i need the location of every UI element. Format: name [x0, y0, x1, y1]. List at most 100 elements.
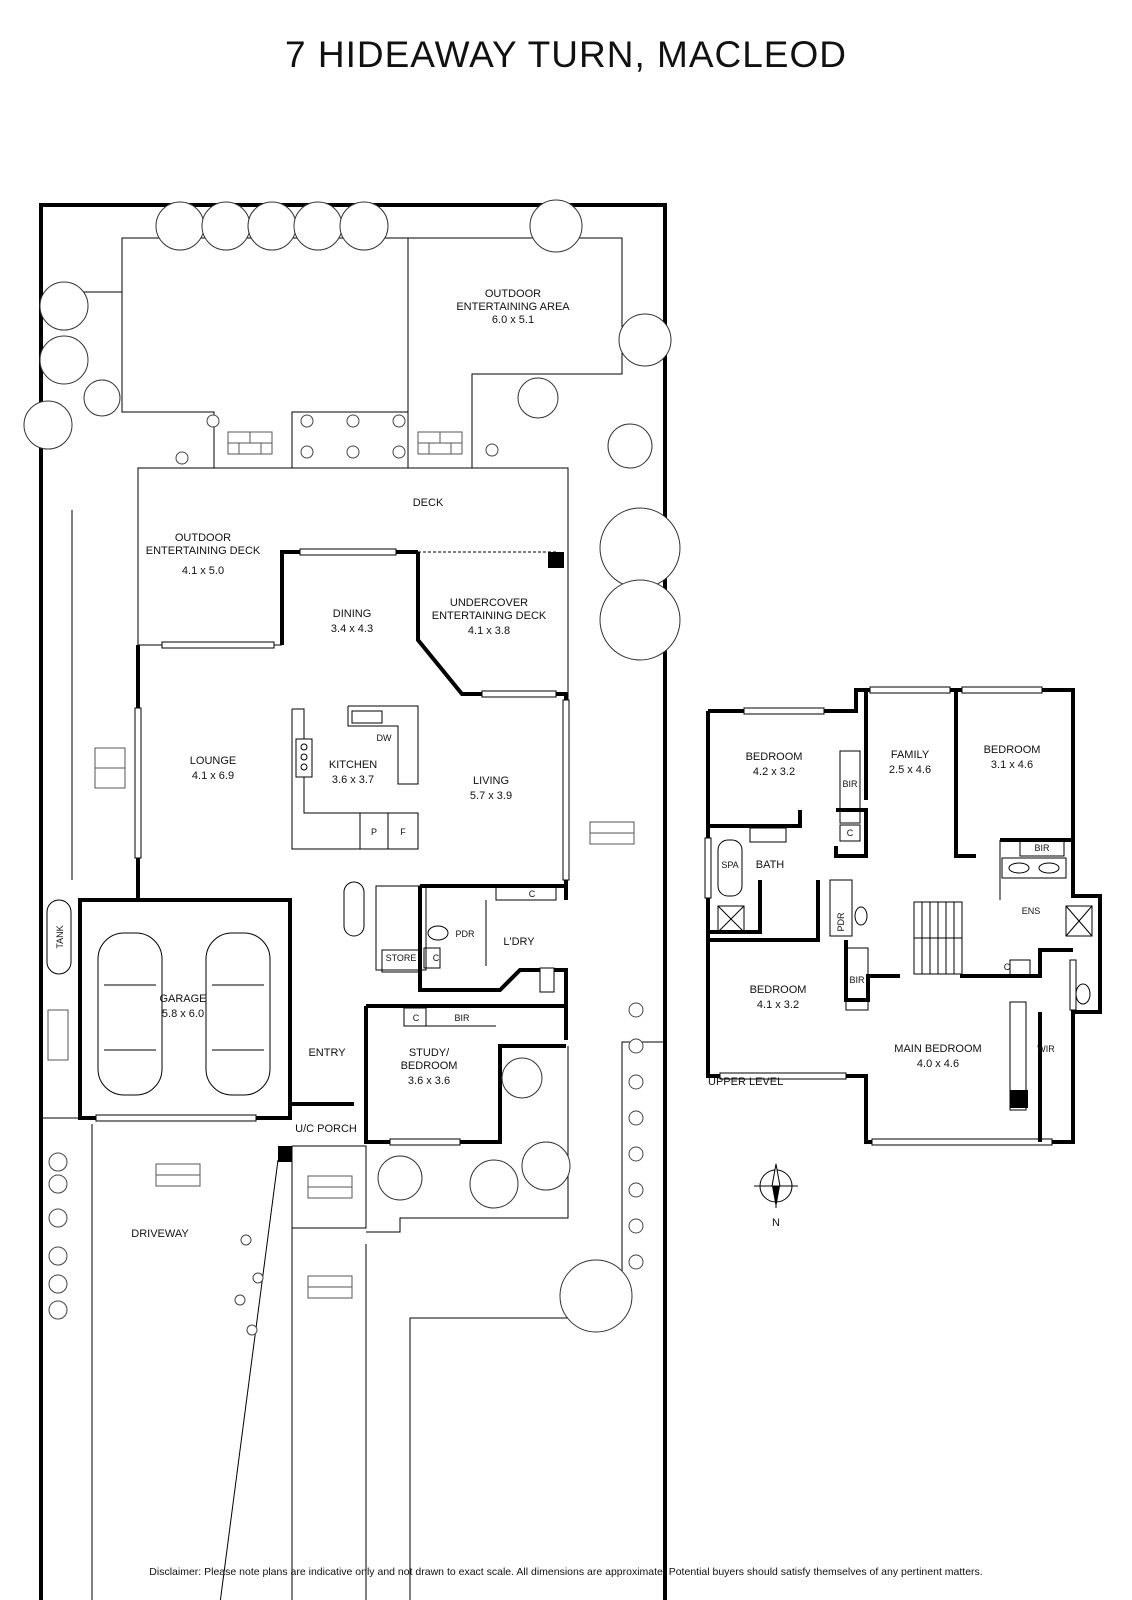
garage — [78, 898, 292, 1122]
stair-rail — [343, 881, 365, 937]
post — [548, 552, 564, 568]
upper-level-label: UPPER LEVEL — [708, 1076, 783, 1088]
family-name: FAMILY — [891, 749, 930, 761]
main-bedroom-name: MAIN BEDROOM — [894, 1043, 981, 1055]
post — [278, 1146, 292, 1162]
tree-icon — [201, 201, 251, 251]
store-cupboard-label: C — [433, 953, 440, 963]
entry-wall — [288, 1102, 354, 1118]
laundry-cupboard-label: C — [529, 889, 536, 899]
upper-level-plan: BEDROOM 4.2 x 3.2 BIR C FAMILY 2.5 x 4.6… — [704, 686, 1102, 1146]
tree-icon — [377, 1155, 423, 1201]
kitchen-name: KITCHEN — [329, 759, 377, 771]
bir-b-label: BIR — [1034, 843, 1050, 853]
pdr-upper-label: PDR — [836, 912, 846, 932]
pdr-label: PDR — [455, 929, 475, 939]
entry-label: ENTRY — [308, 1047, 346, 1059]
garden-bed-left — [82, 237, 409, 468]
dining-dims: 3.4 x 4.3 — [331, 623, 373, 635]
tree-icon — [529, 199, 583, 253]
tree-icon — [517, 377, 559, 419]
outdoor-deck-dims: 4.1 x 5.0 — [182, 565, 224, 577]
tree-icon — [607, 423, 653, 469]
main-bedroom-dims: 4.0 x 4.6 — [917, 1058, 959, 1070]
laundry-label: L'DRY — [503, 936, 535, 948]
tree-icon — [618, 313, 672, 367]
stair-cupboard-label: C — [1004, 962, 1011, 972]
lounge-dims: 4.1 x 6.9 — [192, 770, 234, 782]
tree-icon — [293, 201, 343, 251]
garage-name: GARAGE — [159, 993, 206, 1005]
spa-label: SPA — [721, 860, 738, 870]
toilet-icon — [427, 925, 449, 941]
tree-icon — [339, 201, 389, 251]
car-icon — [205, 932, 271, 1096]
tree-icon — [155, 201, 205, 251]
cupboard-a-label: C — [847, 828, 854, 838]
lounge-name: LOUNGE — [190, 755, 236, 767]
garden-bed-left-edge — [121, 292, 215, 468]
upper-outer-walls — [706, 688, 1102, 1144]
living-dims: 5.7 x 3.9 — [470, 790, 512, 802]
rear-trees — [23, 199, 681, 661]
living-name: LIVING — [473, 775, 509, 787]
dishwasher-label: DW — [377, 733, 392, 743]
kitchen-joinery — [291, 705, 419, 850]
fridge-label: F — [400, 827, 406, 837]
undercover-deck-dims: 4.1 x 3.8 — [468, 625, 510, 637]
tree-icon — [521, 1141, 571, 1191]
front-pavers — [47, 747, 635, 1299]
tree-icon — [23, 400, 73, 450]
tree-icon — [599, 507, 681, 589]
upper-stairs — [913, 901, 963, 975]
garage-dims: 5.8 x 6.0 — [162, 1008, 204, 1020]
study-cupboard-label: C — [413, 1013, 420, 1023]
ens-label: ENS — [1022, 906, 1041, 916]
toilet-icon — [854, 906, 868, 926]
study-dims: 3.6 x 3.6 — [408, 1075, 450, 1087]
compass-north-label: N — [772, 1217, 780, 1229]
porch-label: U/C PORCH — [295, 1123, 357, 1135]
car-icon — [97, 932, 163, 1096]
outdoor-area-dims: 6.0 x 5.1 — [492, 314, 534, 326]
windows — [134, 548, 570, 881]
sink-icon — [351, 710, 383, 724]
toilet-icon — [1075, 983, 1091, 1005]
wir-label: WIR — [1037, 1044, 1055, 1054]
rear-pavers — [227, 431, 463, 455]
deck-outline — [137, 467, 569, 700]
house-wall — [82, 645, 140, 902]
bedroom-c-name: BEDROOM — [750, 984, 807, 996]
tree-icon — [39, 281, 89, 331]
tree-icon — [39, 335, 89, 385]
tree-icon — [559, 1259, 633, 1333]
bedroom-c-dims: 4.1 x 3.2 — [757, 999, 799, 1011]
kitchen-dims: 3.6 x 3.7 — [332, 774, 374, 786]
page-title: 7 HIDEAWAY TURN, MACLEOD — [285, 34, 847, 75]
study-name: STUDY/BEDROOM — [401, 1047, 458, 1072]
driveway-label: DRIVEWAY — [131, 1228, 189, 1240]
cooktop-icon — [295, 738, 313, 778]
tree-icon — [83, 379, 121, 417]
bedroom-b-name: BEDROOM — [984, 744, 1041, 756]
tree-icon — [501, 1057, 543, 1099]
bath-label: BATH — [756, 859, 785, 871]
store-label: STORE — [386, 953, 417, 963]
bedroom-b-dims: 3.1 x 4.6 — [991, 759, 1033, 771]
study-bedroom — [364, 1004, 566, 1146]
bir-a-label: BIR — [842, 779, 858, 789]
service-block — [343, 881, 568, 1040]
front-trees — [48, 1002, 644, 1336]
pantry-label: P — [371, 827, 377, 837]
spa-icon — [717, 839, 743, 897]
bir-c-label: BIR — [849, 975, 865, 985]
deck-label: DECK — [413, 497, 444, 509]
disclaimer: Disclaimer: Please note plans are indica… — [149, 1566, 983, 1578]
rear-bushes — [175, 414, 499, 465]
tree-icon — [469, 1159, 519, 1209]
